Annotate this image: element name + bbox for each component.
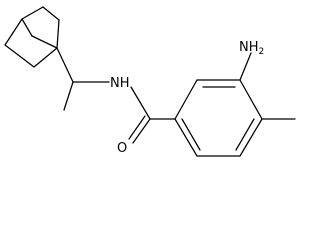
amine-subscript: 2 bbox=[259, 47, 265, 57]
bond-nh-carbonyl bbox=[130, 86, 151, 120]
ring-substituents bbox=[239, 52, 296, 120]
bond-bridge-bh2 bbox=[31, 35, 58, 49]
amine-label: NH2 bbox=[239, 40, 264, 57]
amide-nitrogen-label: NH bbox=[110, 76, 130, 91]
ring-double-bond-2 bbox=[235, 118, 255, 151]
bond-bh1-c2 bbox=[4, 18, 23, 46]
norbornyl-group bbox=[4, 6, 60, 68]
bond-carbonyl-o-2 bbox=[128, 115, 146, 140]
ethyl-linker bbox=[56, 47, 110, 111]
bond-bridge-bh1 bbox=[21, 18, 33, 37]
ring-bond-6 bbox=[174, 118, 198, 157]
ring-bond-4 bbox=[239, 118, 263, 157]
bond-ring-amine bbox=[239, 52, 252, 81]
ring-bond-3 bbox=[239, 79, 263, 120]
ring-double-bond-3 bbox=[181, 118, 201, 151]
ring-bond-1 bbox=[174, 79, 198, 120]
bond-cage-ch bbox=[56, 47, 74, 83]
bond-ch-methyl bbox=[63, 81, 74, 111]
molecule-structure: NH2 NH O bbox=[4, 6, 296, 157]
bond-bh2-c5 bbox=[56, 19, 60, 49]
carbonyl-oxygen-label: O bbox=[117, 141, 127, 156]
amine-symbol: NH bbox=[239, 40, 259, 55]
bond-c3-bh2 bbox=[33, 47, 58, 68]
bond-c6-bh1 bbox=[21, 6, 44, 20]
bond-c2-c3 bbox=[4, 44, 35, 68]
benzene-ring bbox=[174, 79, 263, 157]
bond-carbonyl-o-1 bbox=[132, 118, 151, 144]
bond-c5-c6 bbox=[42, 6, 60, 21]
amide-group bbox=[128, 86, 176, 144]
